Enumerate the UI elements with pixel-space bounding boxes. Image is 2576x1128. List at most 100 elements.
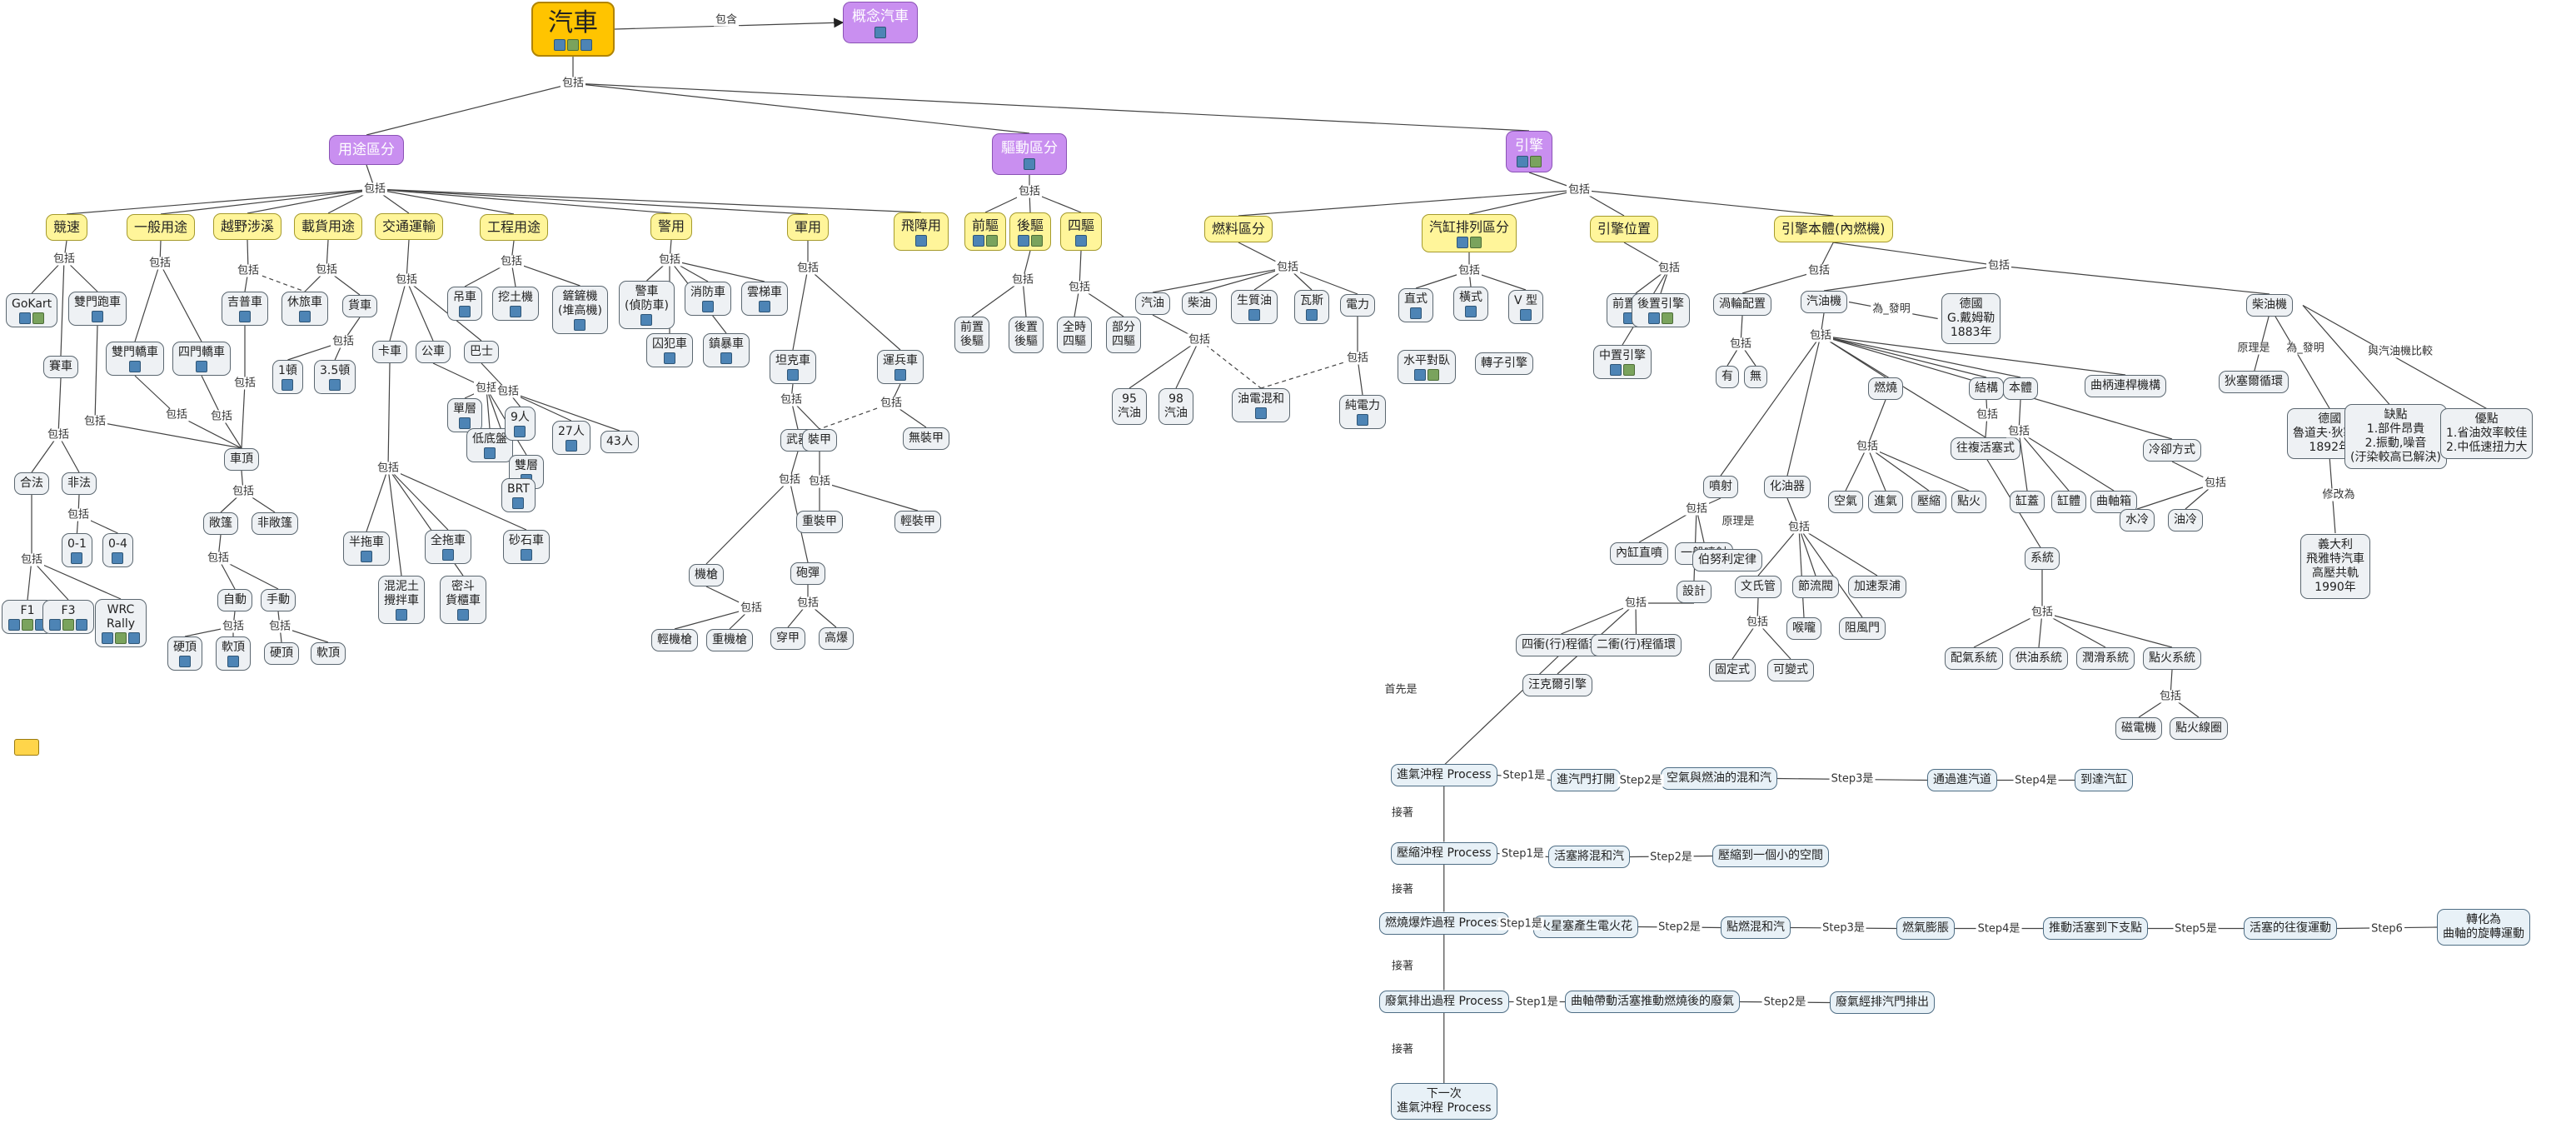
- note-icon[interactable]: [986, 235, 998, 247]
- node-cargo[interactable]: 載貨用途: [294, 213, 363, 240]
- picture-icon[interactable]: [1520, 309, 1532, 321]
- node-f3[interactable]: F3: [42, 600, 94, 634]
- node-race[interactable]: 賽車: [43, 356, 78, 378]
- note-icon[interactable]: [1662, 312, 1673, 324]
- node-variable[interactable]: 可變式: [1767, 659, 1814, 681]
- node-coil[interactable]: 點火線圈: [2170, 717, 2228, 740]
- node-elec[interactable]: 電力: [1340, 294, 1375, 317]
- node-auto[interactable]: 自動: [217, 589, 252, 611]
- picture-icon[interactable]: [442, 549, 454, 561]
- picture-icon[interactable]: [521, 549, 532, 561]
- node-flat-h[interactable]: 橫式: [1453, 287, 1488, 321]
- picture-icon[interactable]: [459, 417, 471, 429]
- picture-icon[interactable]: [1024, 158, 1035, 170]
- node-roof[interactable]: 車頂: [224, 448, 259, 471]
- picture-icon[interactable]: [8, 619, 20, 631]
- picture-icon[interactable]: [1357, 414, 1368, 426]
- node-hard1[interactable]: 硬頂: [167, 636, 202, 671]
- node-general[interactable]: 一般用途: [127, 214, 196, 241]
- node-r04[interactable]: 0-4: [102, 533, 133, 567]
- node-s-comp1[interactable]: 活塞將混和汽: [1548, 846, 1630, 868]
- node-eng-use[interactable]: 工程用途: [480, 214, 549, 241]
- node-water[interactable]: 水冷: [2120, 509, 2155, 532]
- node-s-intake2[interactable]: 空氣與燃油的混和汽: [1661, 767, 1777, 790]
- picture-icon[interactable]: [787, 369, 799, 381]
- node-p9[interactable]: 9人: [505, 407, 536, 441]
- node-mixer[interactable]: 混泥土攪拌車: [378, 576, 425, 624]
- node-obstacle[interactable]: 飛障用: [894, 212, 949, 251]
- node-hmg[interactable]: 重機槍: [706, 629, 753, 651]
- node-head[interactable]: 缸蓋: [2010, 491, 2045, 513]
- node-mid-e[interactable]: 中置引擎: [1593, 345, 1652, 379]
- node-riot[interactable]: 鎮暴車: [703, 333, 750, 367]
- node-wankel[interactable]: 汪克爾引擎: [1522, 674, 1592, 696]
- node-r01[interactable]: 0-1: [62, 533, 92, 567]
- node-fixed[interactable]: 固定式: [1709, 659, 1756, 681]
- picture-icon[interactable]: [1306, 309, 1318, 321]
- picture-icon[interactable]: [640, 314, 653, 326]
- node-p-next[interactable]: 下一次進氣沖程 Process: [1391, 1083, 1497, 1120]
- node-inner[interactable]: 內缸直噴: [1610, 542, 1668, 565]
- node-p-comp[interactable]: 壓縮沖程 Process: [1391, 842, 1497, 865]
- picture-icon[interactable]: [484, 447, 496, 459]
- node-p-power[interactable]: 燃燒爆炸過程 Process: [1379, 912, 1509, 935]
- node-ad[interactable]: 四驅: [1060, 212, 1103, 251]
- node-mg[interactable]: 機槍: [689, 564, 724, 586]
- picture-icon[interactable]: [1414, 369, 1426, 381]
- node-boxer[interactable]: 水平對臥: [1398, 350, 1456, 384]
- node-s-ex1[interactable]: 曲軸帶動活塞推動燃燒後的廢氣: [1565, 991, 1740, 1013]
- node-military[interactable]: 軍用: [787, 214, 830, 241]
- node-ignsys[interactable]: 點火系統: [2143, 647, 2201, 670]
- note-icon[interactable]: [62, 619, 74, 631]
- node-s-intake1[interactable]: 進汽門打開: [1551, 769, 1621, 791]
- node-inline[interactable]: 直式: [1398, 288, 1433, 322]
- picture-icon[interactable]: [1248, 309, 1260, 321]
- node-fuelsys[interactable]: 供油系統: [2010, 647, 2068, 670]
- node-block[interactable]: 缸體: [2051, 491, 2086, 513]
- node-design[interactable]: 設計: [1677, 581, 1712, 603]
- picture-icon[interactable]: [915, 235, 927, 247]
- node-cylinder-p[interactable]: 燃燒: [1868, 377, 1903, 400]
- node-soft1[interactable]: 軟頂: [216, 636, 251, 671]
- picture-icon[interactable]: [71, 552, 83, 564]
- node-root[interactable]: 汽車: [531, 2, 615, 57]
- node-t1[interactable]: 1頓: [272, 360, 303, 394]
- note-icon[interactable]: [1530, 156, 1542, 167]
- node-yes[interactable]: 有: [1716, 366, 1739, 388]
- picture-icon[interactable]: [396, 609, 407, 621]
- picture-icon[interactable]: [282, 379, 294, 391]
- node-use[interactable]: 用途區分: [329, 135, 404, 165]
- node-fd[interactable]: 前驅: [964, 212, 1007, 251]
- picture-icon[interactable]: [196, 361, 207, 372]
- node-s-pow3[interactable]: 燃氣膨脹: [1896, 917, 1955, 940]
- node-epos[interactable]: 引擎位置: [1590, 216, 1659, 242]
- picture-icon[interactable]: [49, 619, 61, 631]
- node-oil[interactable]: 油冷: [2168, 509, 2203, 532]
- picture-icon[interactable]: [76, 619, 87, 631]
- node-ap[interactable]: 穿甲: [770, 627, 805, 650]
- node-hybrid[interactable]: 油電混和: [1232, 388, 1290, 422]
- node-sedan4[interactable]: 四門轎車: [172, 342, 231, 376]
- node-comp[interactable]: 壓縮: [1911, 491, 1946, 513]
- node-choke[interactable]: 喉嚨: [1786, 617, 1821, 640]
- node-brt[interactable]: BRT: [501, 478, 536, 512]
- node-structure[interactable]: 結構: [1969, 377, 2004, 400]
- picture-icon[interactable]: [112, 552, 124, 564]
- node-p-intake[interactable]: 進氣沖程 Process: [1391, 764, 1497, 786]
- node-s-pow2[interactable]: 點燃混和汽: [1721, 916, 1791, 939]
- node-noarmor[interactable]: 無裝甲: [903, 427, 949, 450]
- picture-icon[interactable]: [1255, 407, 1267, 419]
- node-s-intake4[interactable]: 到達汽缸: [2075, 769, 2133, 791]
- node-ice[interactable]: 引擎本體(內燃機): [1774, 216, 1893, 242]
- node-s-intake3[interactable]: 通過進汽道: [1927, 769, 1997, 791]
- node-p27[interactable]: 27人: [552, 421, 590, 455]
- node-pure[interactable]: 純電力: [1339, 395, 1386, 429]
- node-p-exhaust[interactable]: 廢氣排出過程 Process: [1379, 991, 1509, 1013]
- node-crank[interactable]: 曲柄連桿機構: [2085, 375, 2166, 397]
- node-cyl[interactable]: 汽缸排列區分: [1422, 214, 1517, 252]
